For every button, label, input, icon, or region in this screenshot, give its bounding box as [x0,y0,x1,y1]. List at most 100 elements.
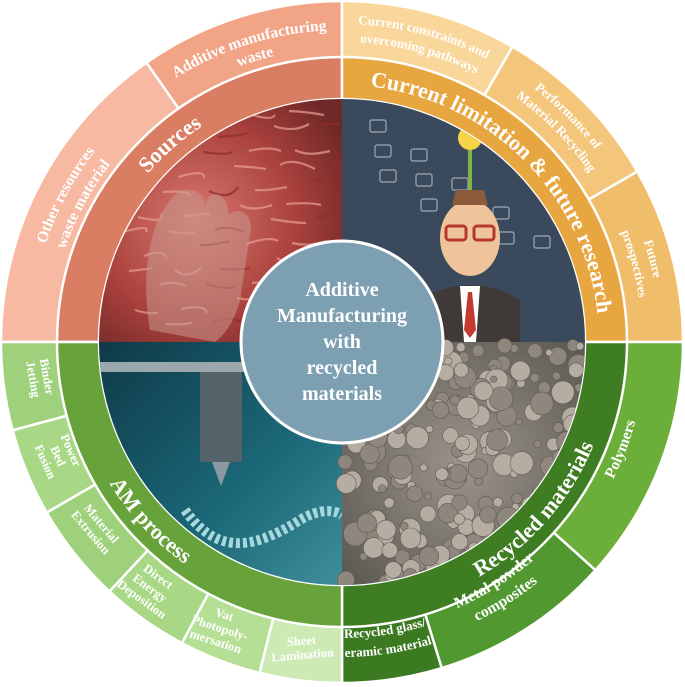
fiber-strand [217,132,248,139]
powder-particle [455,342,466,353]
powder-particle [456,396,480,420]
powder-particle [336,570,355,585]
powder-particle [437,503,459,524]
powder-particle [492,497,503,508]
powder-particle [497,338,513,354]
powder-particle [575,342,585,351]
powder-particle [335,473,357,494]
doodle-icon [410,148,428,162]
fiber-strand [177,172,206,179]
powder-particle [394,549,410,565]
powder-particle [443,356,453,366]
powder-particle [490,375,498,383]
outer-label-vat-line: Vat [213,605,236,624]
powder-particle [425,424,434,434]
powder-particle [435,467,449,481]
powder-particle [529,373,540,383]
fiber-strand [294,149,331,155]
powder-particle [530,391,554,416]
doodle-icon [369,119,387,133]
powder-particle [473,381,494,401]
powder-particle [510,360,531,382]
fiber-strand [288,109,325,117]
powder-particle [451,494,468,511]
powder-particle [378,484,387,493]
powder-particle [548,347,568,366]
center-title-line: with [323,331,361,353]
powder-particle [568,362,584,378]
powder-particle [511,492,523,505]
fiber-strand [202,150,234,155]
powder-particle [356,513,377,534]
powder-particle [509,451,534,475]
nozzle-icon [212,462,230,486]
fiber-strand [310,177,333,185]
center-circle [239,239,445,445]
powder-particle [486,429,508,451]
fiber-strand [316,212,338,220]
powder-particle [384,561,402,579]
powder-particle [467,458,489,479]
powder-particle [399,527,422,549]
powder-particle [381,542,398,559]
powder-particle [405,426,429,450]
powder-particle [551,380,575,405]
powder-particle [419,463,428,472]
face-icon [440,200,500,276]
powder-particle [359,443,380,464]
powder-particle [388,455,413,480]
powder-particle [442,427,459,444]
powder-particle [552,371,561,381]
doodle-icon [379,169,397,183]
powder-particle [533,439,542,448]
doodle-icon [492,206,510,220]
powder-particle [527,343,543,359]
outer-label-sheet-line: Lamination [271,645,335,664]
powder-particle [431,401,450,419]
doodle-icon [374,144,392,158]
powder-particle [419,505,437,523]
fiber-strand [245,237,279,246]
doodle-icon [415,173,433,187]
powder-particle [359,552,368,561]
powder-particle [453,362,469,378]
hand-icon [146,189,251,342]
fiber-strand [122,226,148,234]
doodle-icon [420,198,438,212]
fiber-strand [208,186,239,197]
fiber-strand [233,164,267,171]
powder-particle [448,464,468,483]
center-title-line: materials [302,383,382,405]
powder-particle [454,435,470,451]
powder-particle [337,454,353,470]
powder-particle [545,348,553,357]
center-title-line: recycled [307,357,378,379]
glasses-lens-icon [472,224,496,242]
powder-particle [383,497,395,509]
printhead-icon [200,372,242,462]
powder-particle [451,533,469,551]
powder-particle [552,422,564,434]
powder-particle [423,492,432,501]
pot-icon [452,190,488,205]
outer-label-binder-line: Binder [37,357,57,396]
outer-label-binder-line: Jetting [23,360,43,399]
powder-particle [406,485,423,502]
outer-label-sheet-line: Sheet [286,633,317,650]
powder-particle [363,537,385,559]
powder-particle [453,513,465,525]
fiber-strand [273,123,310,131]
center-title-line: Manufacturing [277,305,407,327]
glasses-icon [444,224,468,242]
fiber-strand [254,185,288,192]
powder-particle [515,418,523,426]
fiber-strand [279,160,316,170]
fiber-strand [319,122,341,127]
fiber-strand [248,147,282,153]
powder-particle [418,546,440,567]
fiber-strand [285,202,322,207]
